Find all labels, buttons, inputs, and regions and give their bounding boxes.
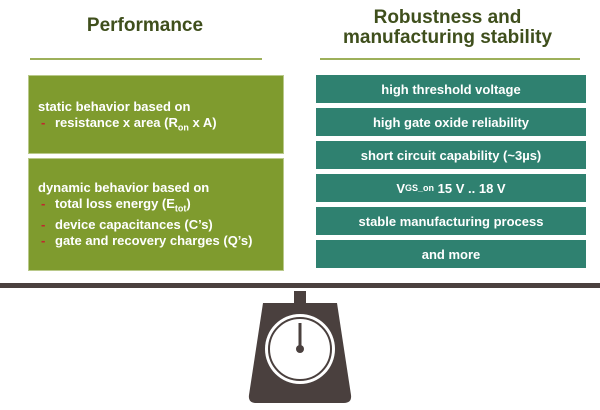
static-behavior-box: static behavior based on -resistance x a… (28, 75, 284, 154)
robustness-title-line1: Robustness and (373, 7, 522, 28)
robustness-item: and more (316, 240, 586, 268)
balance-beam (0, 283, 600, 288)
robustness-item: high gate oxide reliability (316, 108, 586, 136)
robustness-title: Robustness and manufacturing stability (310, 8, 585, 48)
dynamic-bullet-sub: tot (174, 203, 187, 214)
bullet-dash: - (41, 196, 46, 211)
dynamic-bullet-text: gate and recovery charges (Q’s) (55, 232, 253, 248)
dynamic-bullet: -total loss energy (Etot) (38, 196, 283, 217)
static-bullet-suffix: x A) (188, 115, 217, 130)
vgs-sub: GS_on (405, 183, 435, 193)
bullet-dash: - (41, 115, 46, 130)
static-bullet-text: resistance x area (R (55, 115, 178, 130)
static-bullet-sub: on (177, 122, 189, 133)
performance-divider (30, 58, 262, 60)
weighing-scale-icon (248, 291, 352, 403)
static-bullet: -resistance x area (Ron x A) (38, 115, 283, 136)
robustness-item: short circuit capability (~3µs) (316, 141, 586, 169)
static-behavior-title: static behavior based on (38, 99, 191, 114)
dynamic-bullet-text: device capacitances (C’s) (55, 216, 213, 232)
robustness-divider (320, 58, 580, 60)
performance-title: Performance (86, 15, 204, 36)
robustness-item: stable manufacturing process (316, 207, 586, 235)
bullet-dash: - (41, 232, 46, 248)
dynamic-bullet-suffix: ) (186, 196, 191, 211)
robustness-list: high threshold voltage high gate oxide r… (316, 75, 586, 268)
dynamic-behavior-title: dynamic behavior based on (38, 180, 210, 195)
dynamic-bullet: -gate and recovery charges (Q’s) (38, 233, 283, 249)
dynamic-bullet-text: total loss energy (E (55, 196, 175, 211)
bullet-dash: - (41, 216, 46, 232)
vgs-range: 15 V .. 18 V (434, 180, 506, 196)
vgs-label: V (396, 180, 406, 196)
robustness-item: high threshold voltage (316, 75, 586, 103)
dynamic-behavior-box: dynamic behavior based on -total loss en… (28, 158, 284, 271)
robustness-title-line2: manufacturing stability (342, 26, 553, 48)
dynamic-bullet: -device capacitances (C’s) (38, 217, 283, 233)
